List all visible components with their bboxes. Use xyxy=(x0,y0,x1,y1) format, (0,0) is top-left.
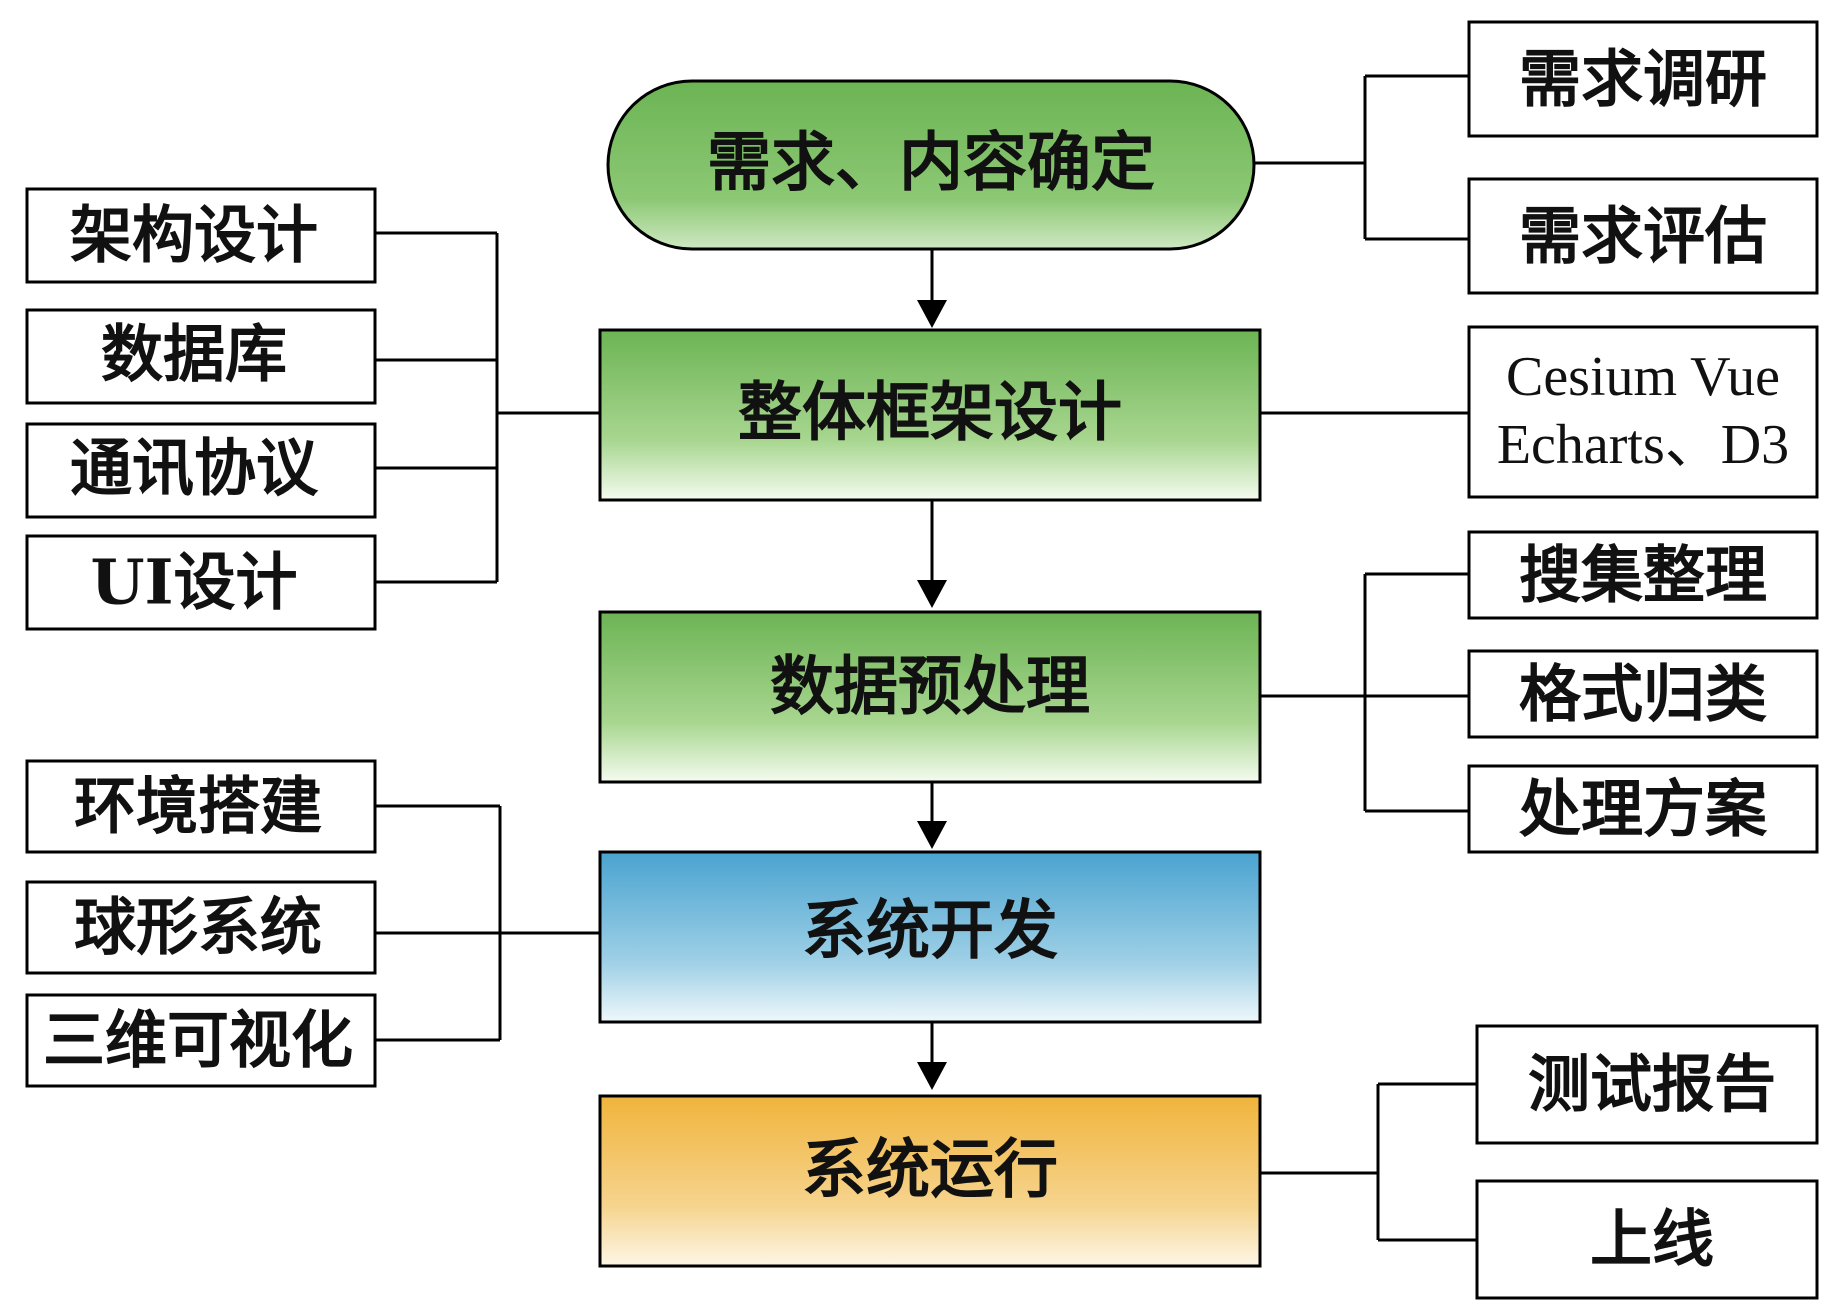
preprocess-branch: 搜集整理 格式归类 处理方案 xyxy=(1467,530,1819,854)
connector-development-branch xyxy=(375,804,600,1042)
main-step-preprocess: 数据预处理 xyxy=(598,610,1262,784)
main-step-development: 系统开发 xyxy=(598,850,1262,1024)
framework-item-protocol-label: 通讯协议 xyxy=(70,432,319,505)
framework-item-ui-design-label: UI设计 xyxy=(90,546,297,619)
requirements-branch: 需求调研 需求评估 xyxy=(1467,20,1819,295)
framework-item-protocol: 通讯协议 xyxy=(25,422,377,519)
connector-requirements-branch xyxy=(1254,74,1469,241)
operation-item-launch-label: 上线 xyxy=(1590,1203,1714,1276)
connector-framework-left-branch xyxy=(375,231,600,584)
development-item-sphere-system: 球形系统 xyxy=(25,880,377,975)
development-item-3d-visualization-label: 三维可视化 xyxy=(43,1004,353,1077)
preprocess-item-collect-label: 搜集整理 xyxy=(1519,539,1767,612)
framework-tech-line-1: Cesium Vue xyxy=(1506,346,1780,408)
connector-operation-branch xyxy=(1260,1082,1477,1242)
framework-tech-line-2: Echarts、D3 xyxy=(1497,414,1789,476)
framework-item-database-label: 数据库 xyxy=(101,318,287,391)
connector-preprocess-branch xyxy=(1260,572,1469,813)
framework-item-database: 数据库 xyxy=(25,308,377,405)
operation-item-test-report: 测试报告 xyxy=(1475,1024,1819,1145)
arrow-step2-to-step3 xyxy=(917,500,947,608)
development-item-sphere-system-label: 球形系统 xyxy=(74,891,322,964)
development-branch: 环境搭建 球形系统 三维可视化 xyxy=(25,759,377,1088)
framework-item-architecture-label: 架构设计 xyxy=(70,199,318,272)
main-step-operation-label: 系统运行 xyxy=(802,1133,1058,1208)
preprocess-item-classify-label: 格式归类 xyxy=(1519,658,1767,731)
arrow-step4-to-step5 xyxy=(917,1023,947,1090)
framework-left-branch: 架构设计 数据库 通讯协议 UI设计 xyxy=(25,187,377,631)
requirements-item-evaluation: 需求评估 xyxy=(1467,177,1819,295)
development-item-3d-visualization: 三维可视化 xyxy=(25,993,377,1088)
framework-tech-box: Cesium Vue Echarts、D3 xyxy=(1467,325,1819,499)
framework-item-architecture: 架构设计 xyxy=(25,187,377,284)
operation-item-test-report-label: 测试报告 xyxy=(1528,1048,1776,1121)
main-step-framework-label: 整体框架设计 xyxy=(738,376,1122,451)
framework-item-ui-design: UI设计 xyxy=(25,534,377,631)
main-step-requirements-label: 需求、内容确定 xyxy=(707,126,1155,201)
main-step-operation: 系统运行 xyxy=(598,1094,1262,1268)
main-step-requirements: 需求、内容确定 xyxy=(606,79,1256,251)
main-step-preprocess-label: 数据预处理 xyxy=(770,650,1090,725)
arrow-step1-to-step2 xyxy=(917,250,947,328)
development-item-environment-label: 环境搭建 xyxy=(74,770,322,843)
preprocess-item-plan-label: 处理方案 xyxy=(1519,773,1768,846)
flow-arrows xyxy=(917,250,947,1090)
arrow-step3-to-step4 xyxy=(917,782,947,849)
main-step-development-label: 系统开发 xyxy=(802,894,1058,969)
operation-item-launch: 上线 xyxy=(1475,1179,1819,1300)
preprocess-item-classify: 格式归类 xyxy=(1467,649,1819,739)
development-item-environment: 环境搭建 xyxy=(25,759,377,854)
preprocess-item-collect: 搜集整理 xyxy=(1467,530,1819,620)
requirements-item-research-label: 需求调研 xyxy=(1519,43,1767,116)
requirements-item-evaluation-label: 需求评估 xyxy=(1519,200,1767,273)
main-step-framework: 整体框架设计 xyxy=(598,328,1262,502)
operation-branch: 测试报告 上线 xyxy=(1475,1024,1819,1300)
requirements-item-research: 需求调研 xyxy=(1467,20,1819,138)
connectors xyxy=(375,74,1477,1242)
preprocess-item-plan: 处理方案 xyxy=(1467,764,1819,854)
